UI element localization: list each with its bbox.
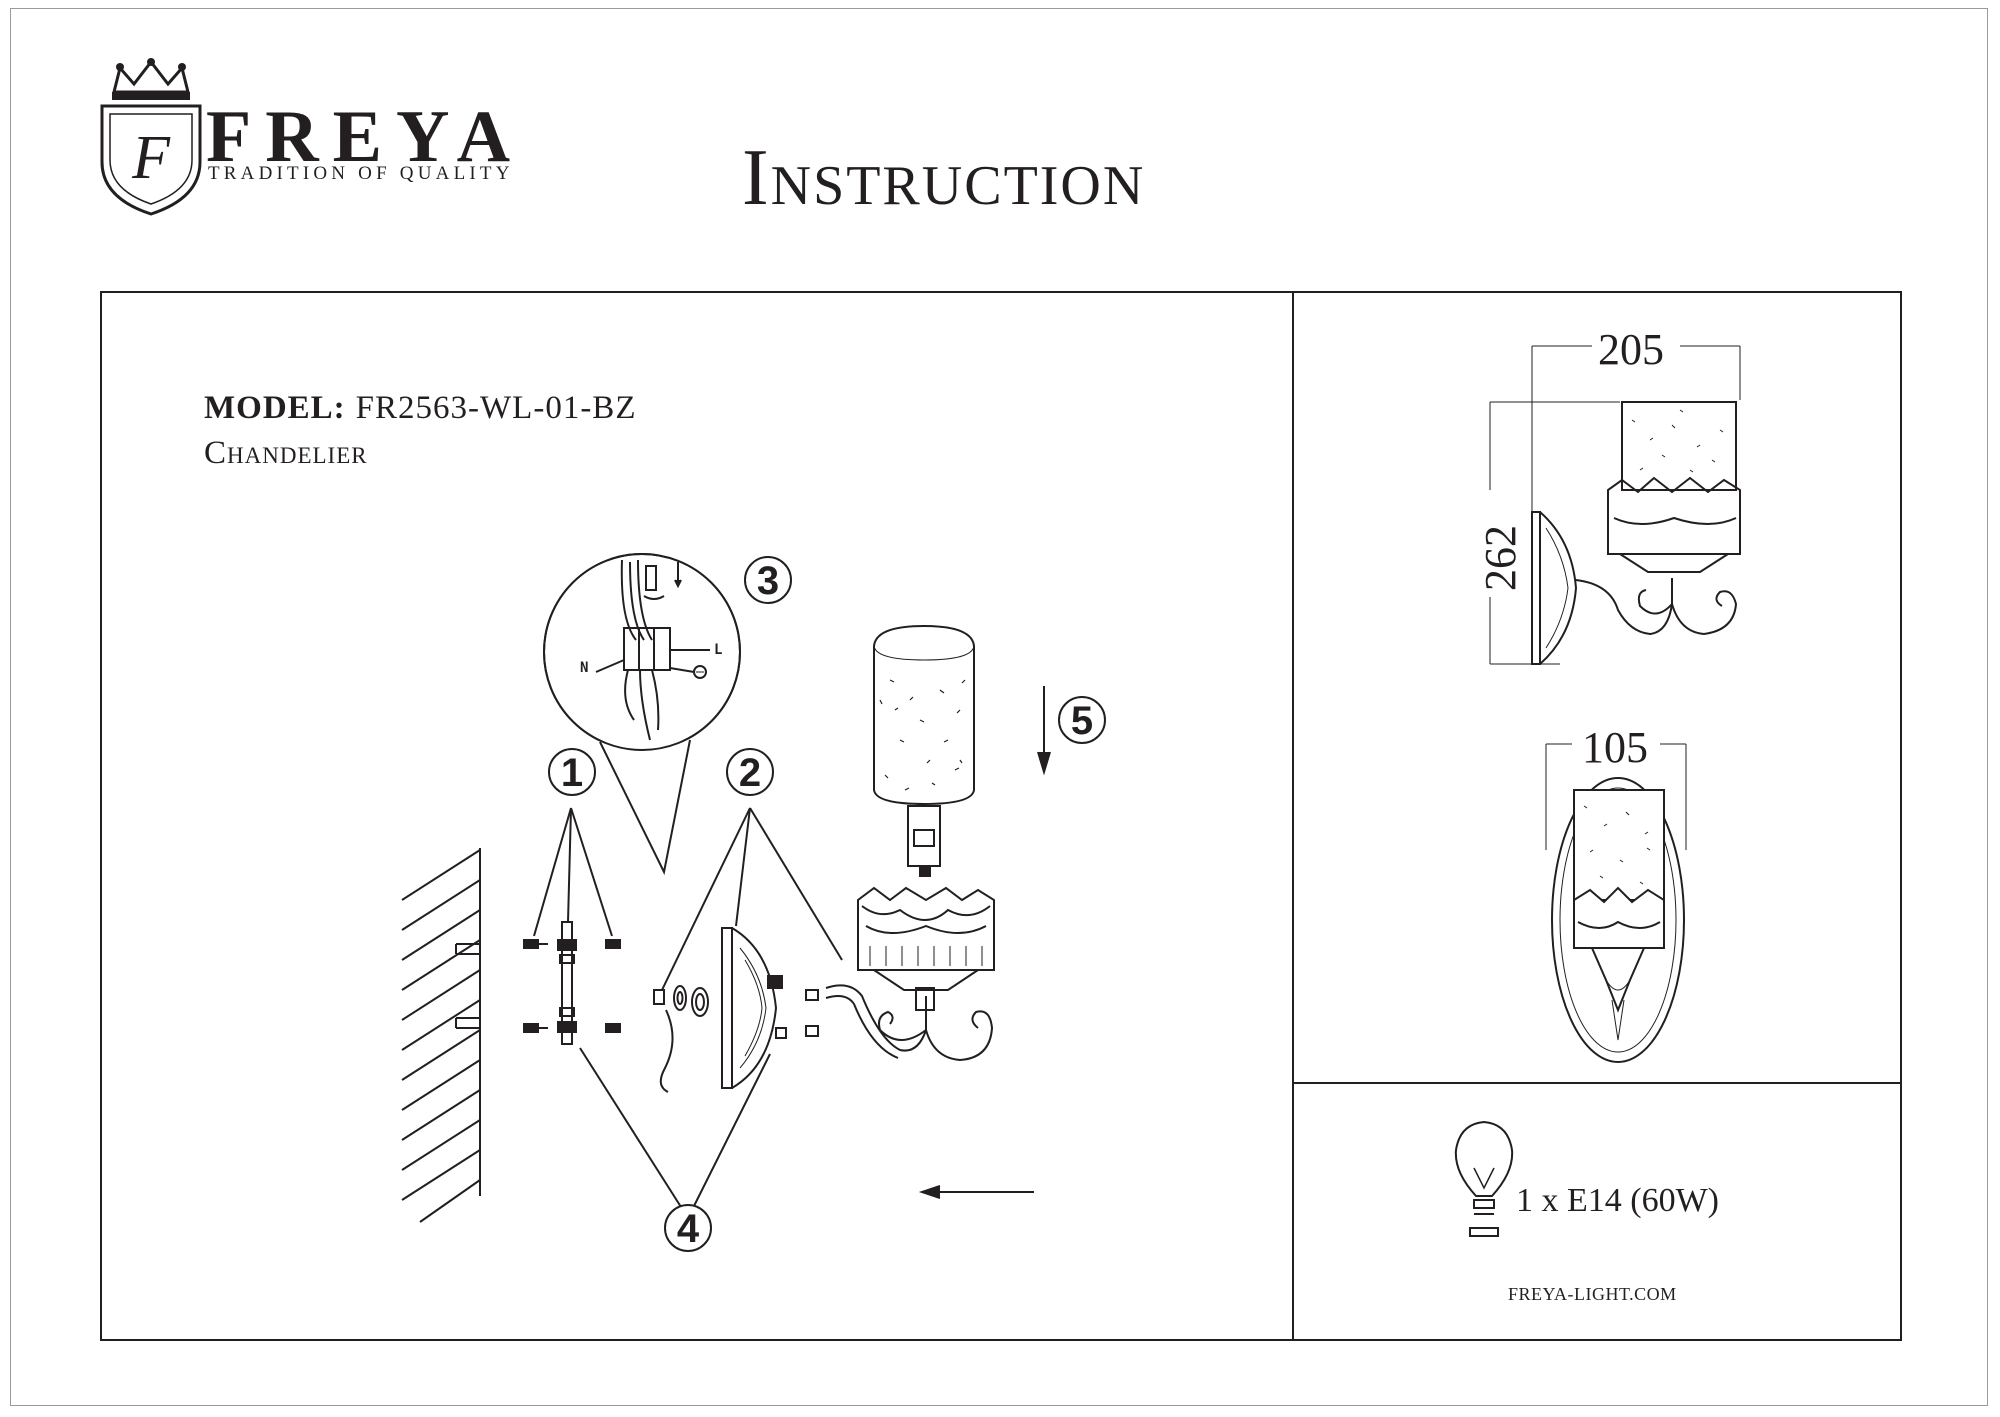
wall-plugs xyxy=(523,939,621,1033)
front-view-drawing xyxy=(1545,743,1687,1063)
model-label: MODEL: xyxy=(204,390,346,426)
dimension-height: 262 xyxy=(1476,519,1525,597)
decorative-cup xyxy=(857,886,995,991)
dimension-width: 205 xyxy=(1592,328,1670,372)
light-bulb-icon xyxy=(1454,1120,1514,1237)
brand-tagline: TRADITION OF QUALITY xyxy=(208,163,514,184)
step-number-3: 3 xyxy=(744,556,792,604)
mounting-bracket xyxy=(557,921,577,1045)
product-type: Chandelier xyxy=(204,435,368,471)
step-number-4: 4 xyxy=(664,1204,712,1252)
model-number: FR2563-WL-01-BZ xyxy=(355,390,637,426)
nuts-washers xyxy=(653,985,709,1017)
neutral-label: N xyxy=(580,660,589,676)
svg-text:F: F xyxy=(131,124,171,192)
document-title: Instruction xyxy=(742,134,1146,222)
lamp-shade xyxy=(873,624,975,806)
model-line: MODEL:FR2563-WL-01-BZ xyxy=(204,392,636,425)
live-label: L xyxy=(714,642,723,658)
content-panel xyxy=(100,291,1902,1341)
wall-canopy xyxy=(721,927,783,1089)
arrow-left xyxy=(918,1185,1034,1199)
brand-name: FREYA xyxy=(206,96,525,178)
arrow-down xyxy=(1037,686,1051,776)
panel-divider-vertical xyxy=(1292,291,1294,1341)
step-number-1: 1 xyxy=(548,748,596,796)
lamp-socket xyxy=(907,805,941,877)
step-number-5: 5 xyxy=(1058,696,1106,744)
freya-crest-icon: F xyxy=(100,58,202,216)
page-border xyxy=(10,8,1988,1406)
bulb-spec: 1 x E14 (60W) xyxy=(1516,1182,1720,1219)
brand-block: F FREYA TRADITION OF QUALITY xyxy=(96,58,536,218)
panel-divider-horizontal xyxy=(1292,1082,1902,1084)
lamp-arm xyxy=(825,984,994,1062)
side-view-drawing xyxy=(1489,345,1741,665)
website-link[interactable]: FREYA-LIGHT.COM xyxy=(1508,1284,1677,1304)
wall-hatching xyxy=(401,848,481,1223)
step-number-2: 2 xyxy=(726,748,774,796)
wiring-callout xyxy=(543,553,741,876)
dimension-depth: 105 xyxy=(1576,726,1654,770)
